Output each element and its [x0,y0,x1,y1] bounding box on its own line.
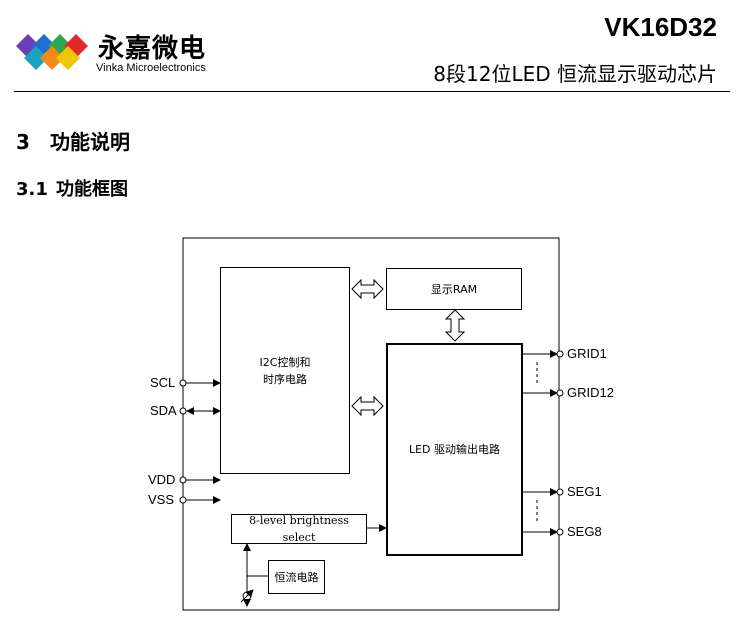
seg1-output-arrow [520,488,564,496]
section-heading: 3 功能说明 [16,126,130,155]
scl-signal-arrow [179,379,221,387]
vinka-logo-icon [16,34,88,70]
pin-label-vdd: VDD [148,472,176,487]
i2c-block-label-line1: I2C控制和 [259,355,311,369]
section-number: 3 [16,130,30,154]
pin-label-sda: SDA [150,403,177,418]
vdd-signal-arrow [179,476,221,484]
chip-outline [182,237,560,611]
i2c-block-label-line2: 时序电路 [263,372,307,386]
pin-label-seg1: SEG1 [567,484,602,499]
document-subtitle: 8段12位LED 恒流显示驱动芯片 [433,62,717,86]
logo-company-name-cn: 永嘉微电 [98,34,207,64]
pin-label-seg8: SEG8 [567,524,602,539]
section-title: 功能说明 [50,130,130,154]
i2c-control-block: I2C控制和 时序电路 [220,267,350,474]
pin-label-vss: VSS [148,492,175,507]
vss-signal-arrow [179,496,221,504]
brightness-select-block: 8-level brightness select [231,514,367,544]
constant-current-label: 恒流电路 [274,570,319,584]
led-driver-block: LED 驱动输出电路 [386,343,523,556]
subsection-title: 功能框图 [56,179,128,200]
brightness-select-label: 8-level brightness select [249,514,349,544]
document-title: VK16D32 [604,12,717,42]
grid12-output-arrow [520,389,564,397]
constant-current-block: 恒流电路 [268,560,325,594]
i2c-led-bus-arrow [351,395,384,417]
seg8-output-arrow [520,528,564,536]
subsection-number: 3.1 [16,179,48,200]
pin-label-grid12: GRID12 [567,385,614,400]
rext-resistor-icon [240,576,254,607]
led-driver-label: LED 驱动输出电路 [408,443,501,456]
display-ram-label: 显示RAM [430,282,478,296]
display-ram-block: 显示RAM [386,268,522,310]
pin-label-scl: SCL [150,375,176,390]
grid1-output-arrow [520,350,564,358]
subsection-heading: 3.1 功能框图 [16,175,128,201]
pin-label-grid1: GRID1 [567,346,607,361]
header-divider [14,91,730,92]
sda-signal-arrow [179,407,221,415]
i2c-ram-bus-arrow [351,278,384,300]
ram-led-bus-arrow [444,309,466,342]
logo-company-name-en: Vinka Microelectronics [96,62,206,74]
